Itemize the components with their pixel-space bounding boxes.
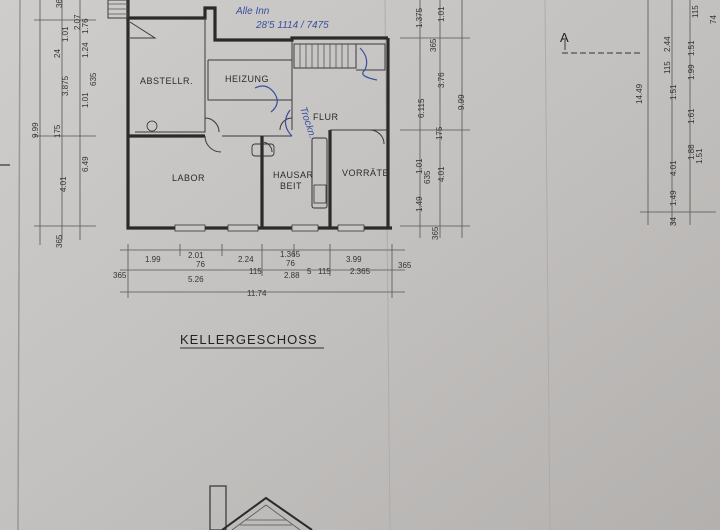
room-label-flur: FLUR xyxy=(313,112,339,122)
paper-crease xyxy=(384,0,391,530)
dim-label: 11.74 xyxy=(247,289,267,298)
dim-label: 1.01 xyxy=(415,158,424,174)
dim-label: 365 xyxy=(431,226,440,240)
dim-label: 24 xyxy=(53,49,62,58)
bathtub-fixture xyxy=(311,137,328,209)
dim-label: 3.76 xyxy=(437,72,446,88)
dim-label: 74 xyxy=(709,15,718,24)
room-label-heizung: HEIZUNG xyxy=(225,74,269,84)
dim-label: 1.49 xyxy=(669,190,678,206)
dim-label: 1.365 xyxy=(280,250,301,259)
dim-label: 4.01 xyxy=(59,176,68,192)
dim-label: 2.88 xyxy=(284,271,300,280)
room-label-abstellr: ABSTELLR. xyxy=(140,76,193,86)
dimension-chain-bottom: 1.99 2.01 76 2.24 1.365 76 3.99 365 5.26… xyxy=(113,244,412,298)
dim-label: 115 xyxy=(249,267,262,276)
dim-label: 1.49 xyxy=(415,196,424,212)
dim-label: 115 xyxy=(691,5,700,18)
dim-label: 9.99 xyxy=(457,94,466,110)
handwritten-note: Alle Inn xyxy=(235,6,270,17)
door-swing xyxy=(279,117,293,131)
window xyxy=(337,224,365,232)
dim-label: 14.49 xyxy=(635,83,644,104)
dim-label: 1.88 xyxy=(687,144,696,160)
dimension-chain-right: 1.375 1.01 365 3.76 6.115 9.99 175 1.01 … xyxy=(400,0,470,240)
dim-label: 2.07 xyxy=(73,14,82,30)
room-label-hausarbeit-line2: BEIT xyxy=(280,181,302,191)
dim-label: 9.99 xyxy=(31,122,40,138)
dim-label: 4.01 xyxy=(437,166,446,182)
dim-label: 34 xyxy=(669,217,678,226)
handwritten-scribble xyxy=(284,109,293,137)
dim-label: 2.44 xyxy=(663,36,672,52)
room-labels: ABSTELLR. HEIZUNG FLUR LABOR HAUSAR BEIT… xyxy=(140,74,389,191)
dim-label: 365 xyxy=(429,38,438,52)
handwritten-scribble xyxy=(359,47,378,81)
top-left-stair xyxy=(107,0,157,39)
drain-fixture xyxy=(146,120,158,132)
dim-label: 365 xyxy=(113,271,127,280)
dim-label: 365 xyxy=(55,0,64,8)
door-swing xyxy=(204,117,220,133)
dim-label: 6.115 xyxy=(417,98,426,118)
dim-label: 1.01 xyxy=(437,6,446,22)
room-label-hausarbeit-line1: HAUSAR xyxy=(273,170,314,180)
dim-label: 2.24 xyxy=(238,255,254,264)
dim-label: 1.01 xyxy=(61,26,70,42)
window xyxy=(174,224,206,232)
dim-label: 3.875 xyxy=(61,75,70,96)
window xyxy=(227,224,259,232)
window xyxy=(291,224,319,232)
dim-label: 115 xyxy=(663,61,672,74)
dimension-chain-left: 365 24 1.01 3.875 2.07 1.76 1.24 635 1.0… xyxy=(31,0,98,248)
section-marker-label: A xyxy=(560,30,569,45)
dim-label: 1.99 xyxy=(687,64,696,80)
door-swing xyxy=(369,129,385,145)
dim-label: 175 xyxy=(435,126,444,140)
dim-label: 1.375 xyxy=(415,7,424,28)
dim-label: 365 xyxy=(55,234,64,248)
staircase xyxy=(293,43,386,71)
dim-label: 115 xyxy=(318,267,331,276)
dim-label: 3.99 xyxy=(346,255,362,264)
dim-label: 76 xyxy=(196,260,205,269)
door-swing xyxy=(261,141,273,153)
elevation-sketch xyxy=(209,485,313,530)
dim-label: 1.01 xyxy=(81,92,90,108)
dim-label: 1.24 xyxy=(81,42,90,58)
room-label-labor: LABOR xyxy=(172,173,205,183)
paper-crease xyxy=(17,0,21,530)
dimension-chain-far-right: 14.49 115 2.44 1.51 1.99 1.51 1.61 1.88 … xyxy=(635,0,718,226)
dim-label: 76 xyxy=(286,259,295,268)
drawing-title: KELLERGESCHOSS xyxy=(180,332,318,347)
dim-label: 2.365 xyxy=(350,267,371,276)
washer-fixture xyxy=(313,184,327,204)
dim-label: 175 xyxy=(53,124,62,138)
building-walls xyxy=(107,0,392,232)
dim-label: 365 xyxy=(398,261,412,270)
room-label-vorraete: VORRÄTE xyxy=(342,168,389,178)
dim-label: 5 xyxy=(307,267,312,276)
dim-label: 2.01 xyxy=(188,251,204,260)
dim-label: 1.51 xyxy=(669,84,678,100)
dim-label: 635 xyxy=(89,72,98,86)
paper-crease xyxy=(544,0,551,530)
door-swing xyxy=(204,135,222,153)
handwritten-note: 28'5 1114 / 7475 xyxy=(255,20,329,31)
dim-label: 1.99 xyxy=(145,255,161,264)
dim-label: 1.51 xyxy=(687,40,696,56)
dim-label: 1.61 xyxy=(687,108,696,124)
handwritten-scribble xyxy=(254,85,278,113)
dim-label: 4.01 xyxy=(669,160,678,176)
dim-label: 6.49 xyxy=(81,156,90,172)
dim-label: 1.76 xyxy=(81,18,90,34)
dim-label: 1.51 xyxy=(695,148,704,164)
section-marker: A xyxy=(560,30,640,54)
dim-label: 635 xyxy=(423,170,432,184)
dim-label: 5.26 xyxy=(188,275,204,284)
sink-fixture xyxy=(251,143,275,157)
